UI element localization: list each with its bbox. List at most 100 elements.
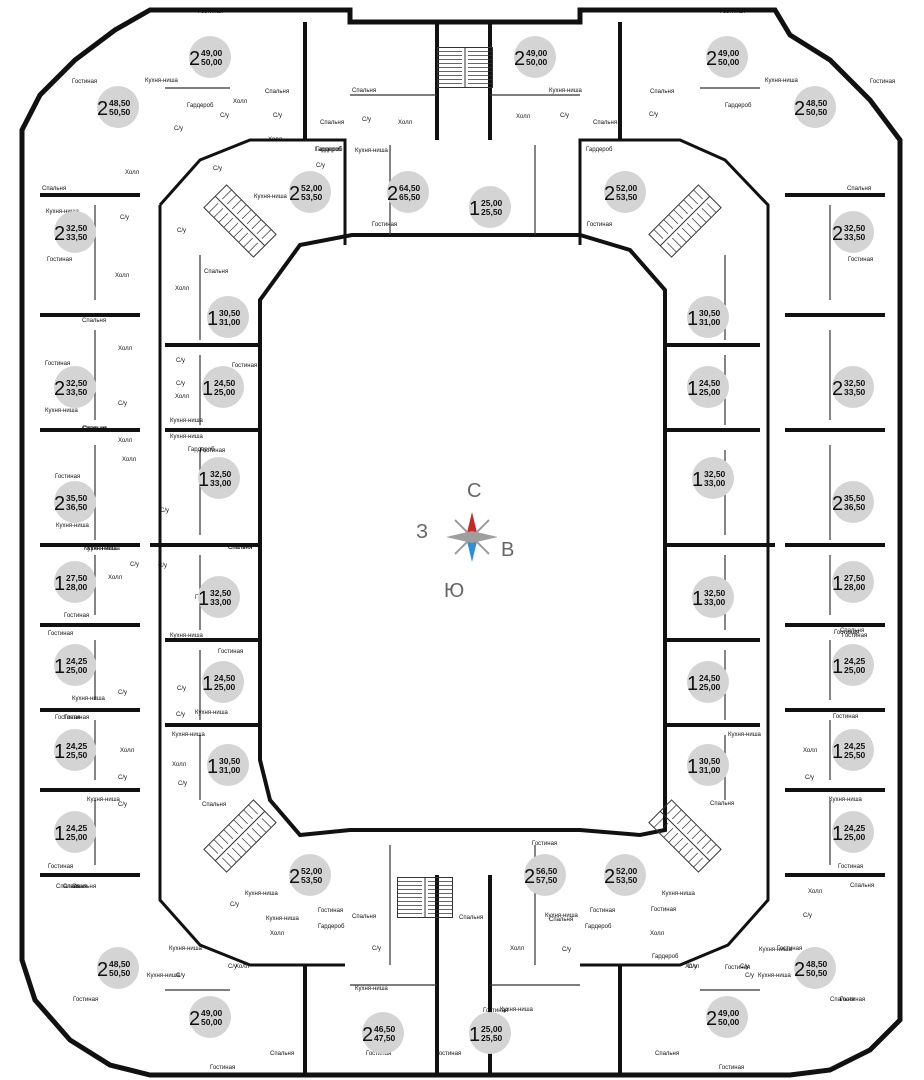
stair-step	[676, 814, 687, 825]
stair-rail	[214, 195, 266, 247]
apartment-area-living: 24,50	[699, 673, 721, 683]
room-label: Спальня	[83, 426, 107, 432]
room-label: Гардероб	[725, 103, 752, 109]
room-label: Гостиная	[587, 222, 612, 228]
apartment-rooms-count: 2	[97, 98, 108, 120]
stair-step	[696, 212, 707, 223]
apartment-area-total: 50,00	[201, 57, 223, 67]
room-label: Гостиная	[725, 965, 750, 971]
stair-step	[672, 809, 682, 820]
room-label: С/у	[803, 913, 812, 919]
room-label: С/у	[176, 973, 185, 979]
apartment-area-living: 25,00	[481, 1024, 503, 1034]
room-label: Спальня	[650, 89, 674, 95]
apartment-area-total: 25,00	[699, 387, 721, 397]
room-label: С/у	[118, 775, 127, 781]
apartment-area-living: 52,00	[616, 183, 638, 193]
stair-step	[683, 199, 694, 210]
room-label: Спальня	[228, 545, 252, 551]
room-label: С/у	[316, 163, 325, 169]
room-label: Спальня	[850, 883, 874, 889]
room-label: Кухня-ниша	[169, 946, 203, 952]
staircase-icon	[397, 877, 453, 918]
stair-step	[227, 194, 237, 205]
compass-needle-west	[446, 531, 472, 543]
apartment-area-total: 25,00	[699, 682, 721, 692]
room-label: Кухня-ниша	[728, 732, 762, 738]
apartment-area-total: 33,50	[66, 387, 88, 397]
room-label: Спальня	[82, 426, 106, 432]
room-label: Гостиная	[436, 1051, 461, 1057]
apartment-rooms-count: 1	[832, 741, 843, 763]
room-label: Кухня-ниша	[759, 947, 793, 953]
room-label: Спальня	[202, 802, 226, 808]
apartment-rooms-count: 2	[794, 959, 805, 981]
room-label: С/у	[177, 686, 186, 692]
room-label: Кухня-ниша	[72, 696, 106, 702]
room-label: Гардероб	[315, 147, 342, 153]
room-labels: ГостинаяКухня-нишаГостинаяГардеробХоллСп…	[42, 9, 895, 1071]
apartment-area-total: 33,50	[844, 232, 866, 242]
room-label: Спальня	[352, 914, 376, 920]
apartment-rooms-count: 2	[832, 493, 843, 515]
room-label: Кухня-ниша	[758, 973, 792, 979]
room-label: Гостиная	[210, 1065, 235, 1071]
apartment-area-living: 32,50	[210, 469, 232, 479]
room-label: Спальня	[655, 1051, 679, 1057]
stair-rail	[214, 810, 266, 862]
apartment-area-total: 53,50	[301, 192, 323, 202]
staircase-icon	[648, 799, 722, 873]
room-label: Гостиная	[47, 257, 72, 263]
apartment-rooms-count: 1	[692, 469, 703, 491]
room-label: Кухня-ниша	[84, 546, 118, 552]
room-label: Холл	[808, 889, 823, 895]
room-label: Кухня-ниша	[765, 78, 799, 84]
apartment-area-living: 24,25	[844, 741, 866, 751]
stair-step	[218, 212, 229, 223]
room-label: С/у	[372, 946, 381, 952]
apartment-area-total: 50,50	[109, 968, 131, 978]
compass-letter-south: Ю	[444, 580, 464, 602]
room-label: Кухня-ниша	[147, 973, 181, 979]
stair-step	[223, 829, 234, 840]
compass-needle-north	[466, 512, 478, 537]
stair-step	[667, 804, 677, 815]
apartment-rooms-count: 1	[687, 756, 698, 778]
stair-step	[691, 829, 702, 840]
room-label: Кухня-ниша	[145, 78, 179, 84]
room-label: С/у	[176, 358, 185, 364]
room-label: Спальня	[63, 884, 87, 890]
room-label: Спальня	[840, 628, 864, 634]
apartment-rooms-count: 2	[832, 223, 843, 245]
apartment-badge-circle	[54, 561, 96, 603]
stair-step	[236, 204, 247, 215]
apartment-area-total: 25,00	[844, 832, 866, 842]
room-label: Гостиная	[64, 613, 89, 619]
apartment-rooms-count: 2	[604, 866, 615, 888]
compass-letter-north: С	[467, 480, 481, 502]
apartment-rooms-count: 2	[54, 223, 65, 245]
room-label: С/у	[362, 117, 371, 123]
apartment-badge-circle	[54, 366, 96, 408]
apartment-badge-circle	[832, 811, 874, 853]
stair-step	[243, 809, 253, 820]
apartment-area-total: 31,00	[699, 317, 721, 327]
apartment-area-total: 53,50	[616, 192, 638, 202]
apartment-badge-circle	[524, 854, 566, 896]
room-label: Гостиная	[840, 997, 865, 1003]
room-label: Гостиная	[651, 907, 676, 913]
room-label: Спальня	[228, 545, 252, 551]
staircase-icon	[203, 184, 277, 258]
room-label: Холл	[233, 99, 248, 105]
room-label: Гостиная	[720, 9, 745, 15]
